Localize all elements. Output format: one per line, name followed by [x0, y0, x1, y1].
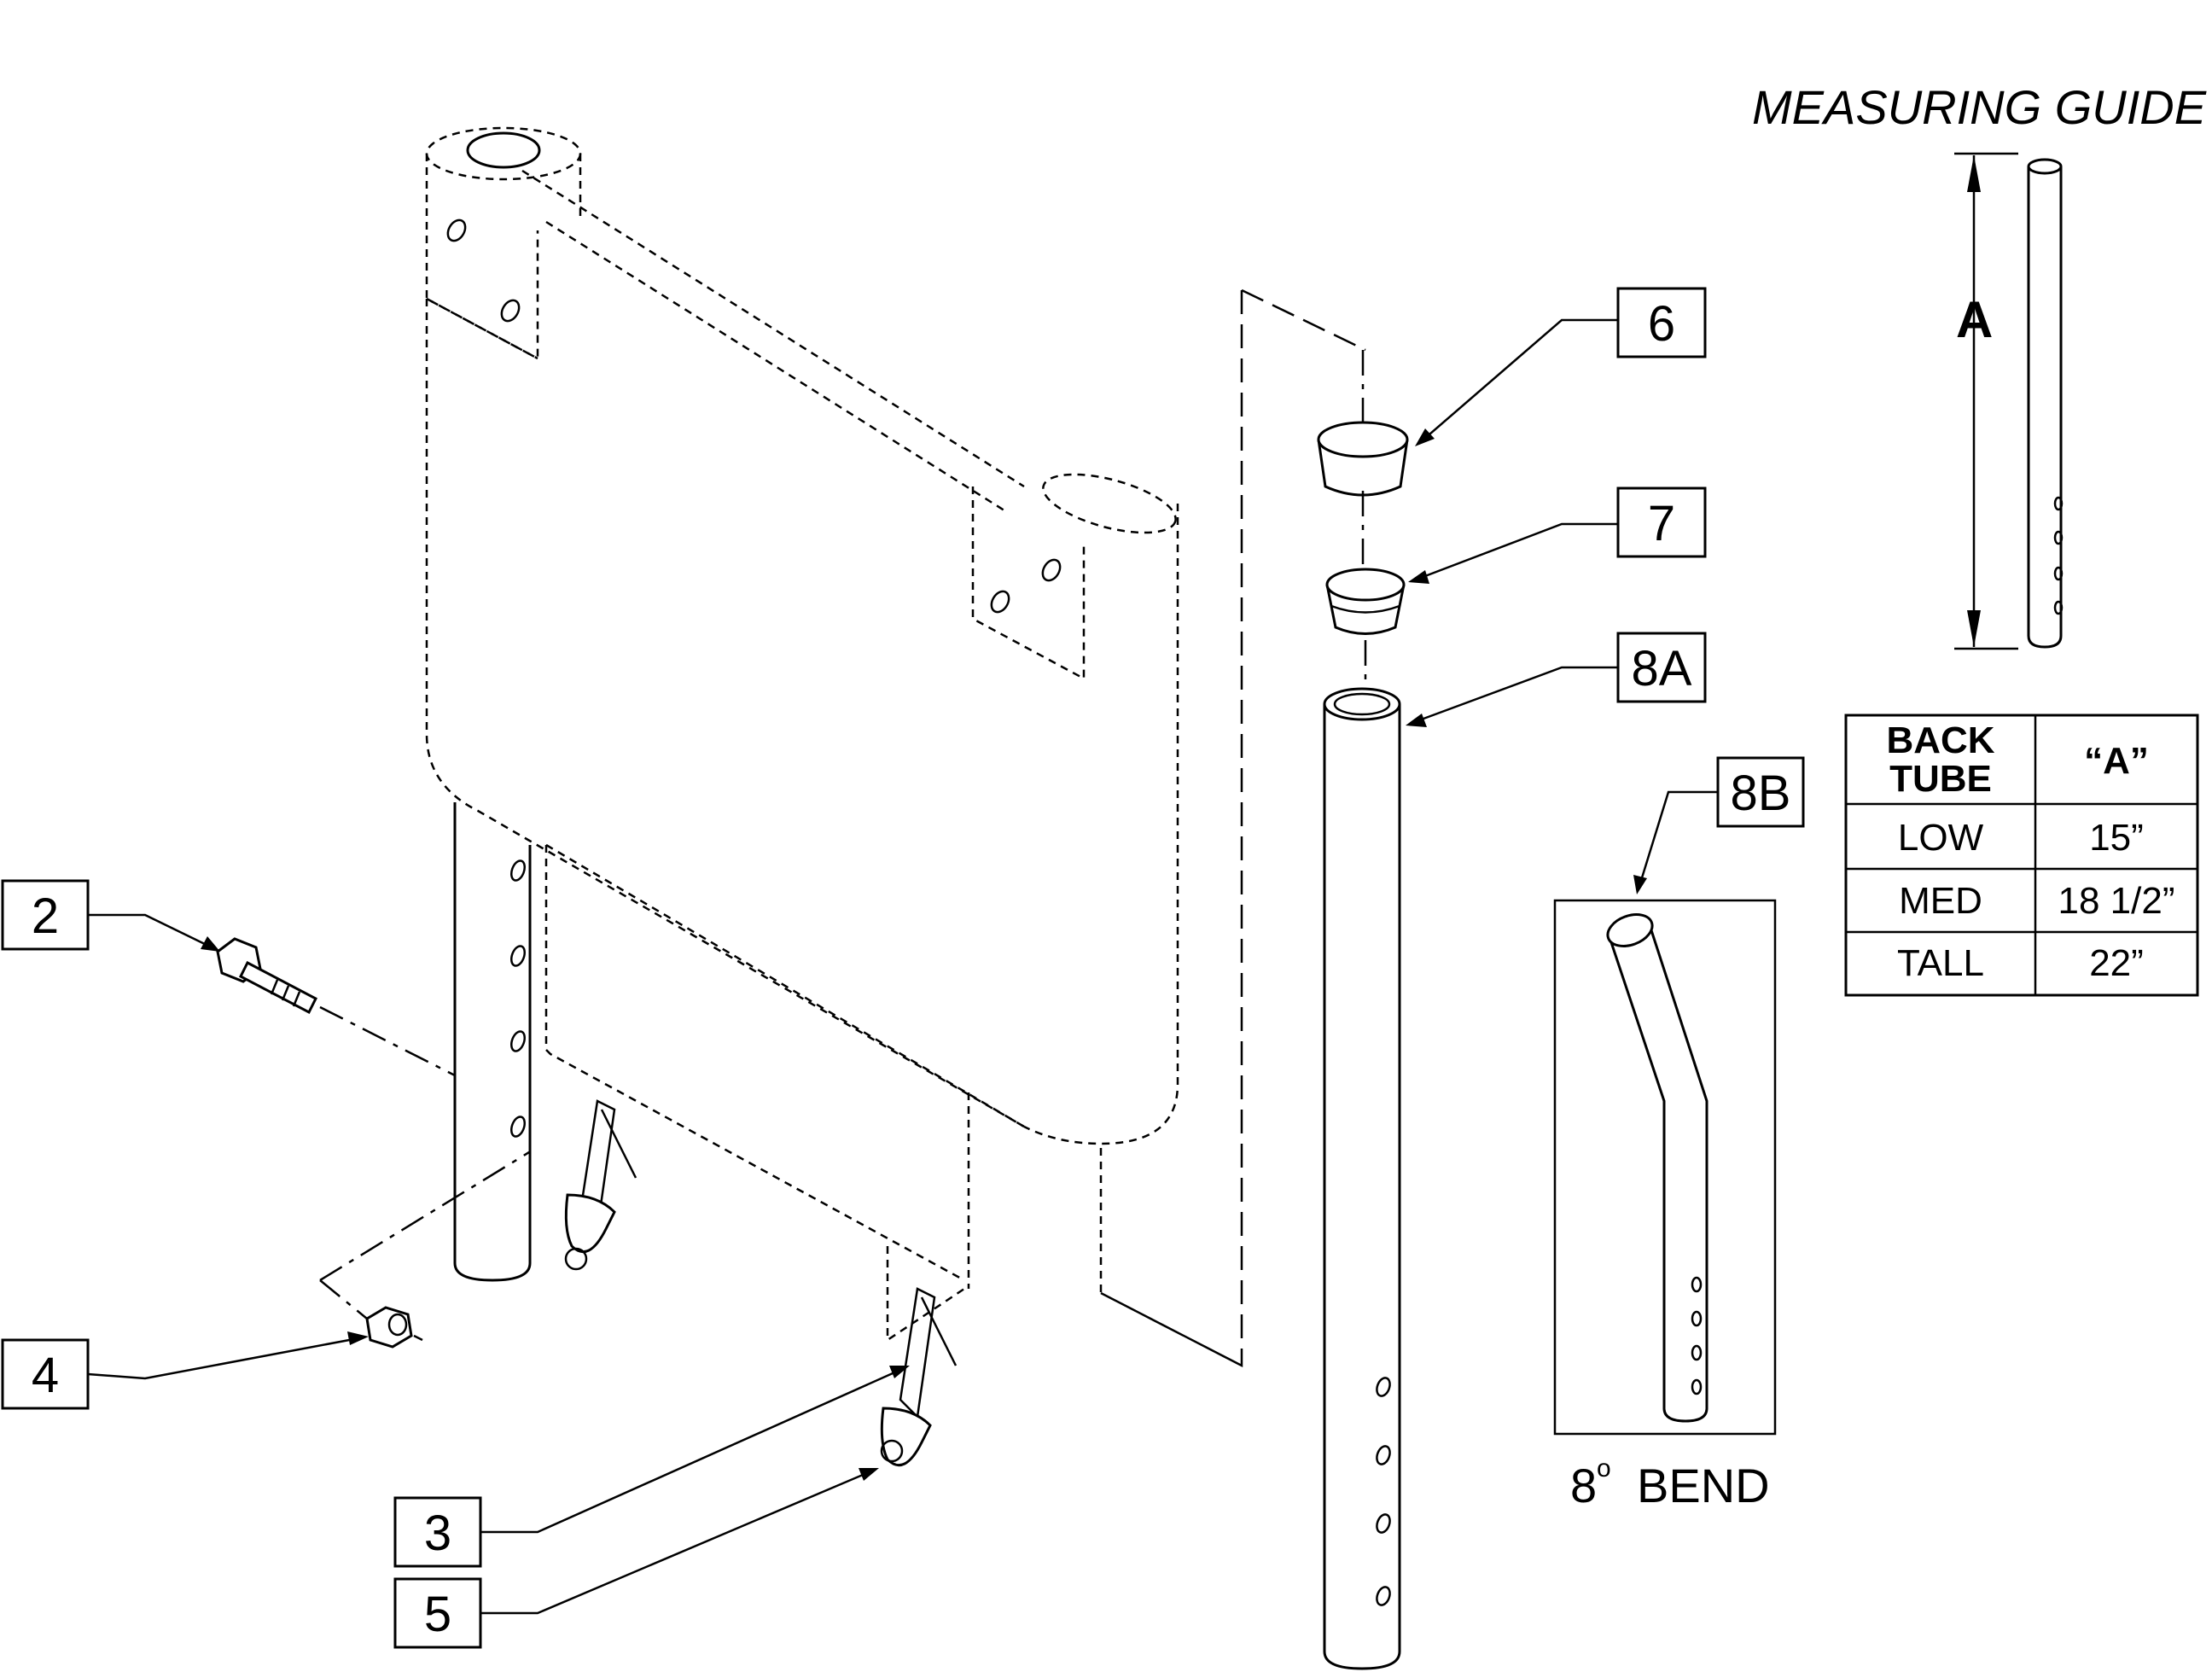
callout-8b-label: 8B: [1731, 766, 1791, 821]
table-header-a: “A”: [2084, 740, 2149, 782]
measuring-guide-tube: [2027, 158, 2064, 649]
clip-pin-right: [880, 1287, 958, 1467]
table-row-low-tube: LOW: [1898, 817, 1984, 859]
callout-2-label: 2: [32, 888, 59, 944]
callout-8a: 8A: [1406, 632, 1707, 727]
table-row-low-a: 15”: [2089, 817, 2144, 859]
back-upholstery-outline: [425, 126, 1179, 1343]
callout-3-label: 3: [424, 1506, 451, 1561]
callout-7: 7: [1408, 486, 1707, 584]
cap-part-6: [1317, 421, 1409, 497]
callout-6-label: 6: [1648, 296, 1675, 352]
bend-text: BEND: [1637, 1459, 1770, 1512]
bent-tube-8b-box: [1553, 899, 1777, 1436]
left-post-tube: [453, 802, 532, 1282]
callout-6: 6: [1415, 287, 1707, 446]
bend-degrees: 8: [1570, 1459, 1597, 1512]
callout-2: 2: [1, 879, 220, 952]
callout-7-label: 7: [1648, 496, 1675, 551]
table-row-tall-tube: TALL: [1897, 942, 1984, 984]
cap-axis-line: [1361, 350, 1367, 687]
callout-5-label: 5: [424, 1587, 451, 1642]
back-tube-table: [1844, 714, 2199, 997]
measuring-guide-title: MEASURING GUIDE: [1752, 80, 2207, 134]
callout-4-label: 4: [32, 1348, 59, 1403]
nut-part-4: [319, 1151, 530, 1349]
dimension-arrow: [1954, 152, 2018, 650]
callout-8b: 8B: [1633, 756, 1805, 894]
table-row-med-a: 18 1/2”: [2058, 880, 2175, 922]
table-header-tube-line2: TUBE: [1889, 758, 1992, 800]
plug-part-7: [1325, 568, 1406, 635]
bend-degree-symbol: o: [1597, 1454, 1611, 1483]
callout-8a-label: 8A: [1632, 641, 1692, 696]
callout-4: 4: [1, 1331, 369, 1410]
back-tube-8a: [1323, 687, 1401, 1670]
callout-5: 5: [393, 1468, 879, 1649]
assembly-guide-line: [1100, 288, 1366, 1368]
table-header-tube-line1: BACK: [1886, 719, 1994, 761]
clip-pin-left: [564, 1099, 637, 1271]
callout-3: 3: [393, 1366, 910, 1568]
table-row-med-tube: MED: [1899, 880, 1982, 922]
table-row-tall-a: 22”: [2089, 942, 2144, 984]
bolt-part-2: [216, 937, 456, 1077]
dimension-label: A: [1956, 291, 1993, 348]
